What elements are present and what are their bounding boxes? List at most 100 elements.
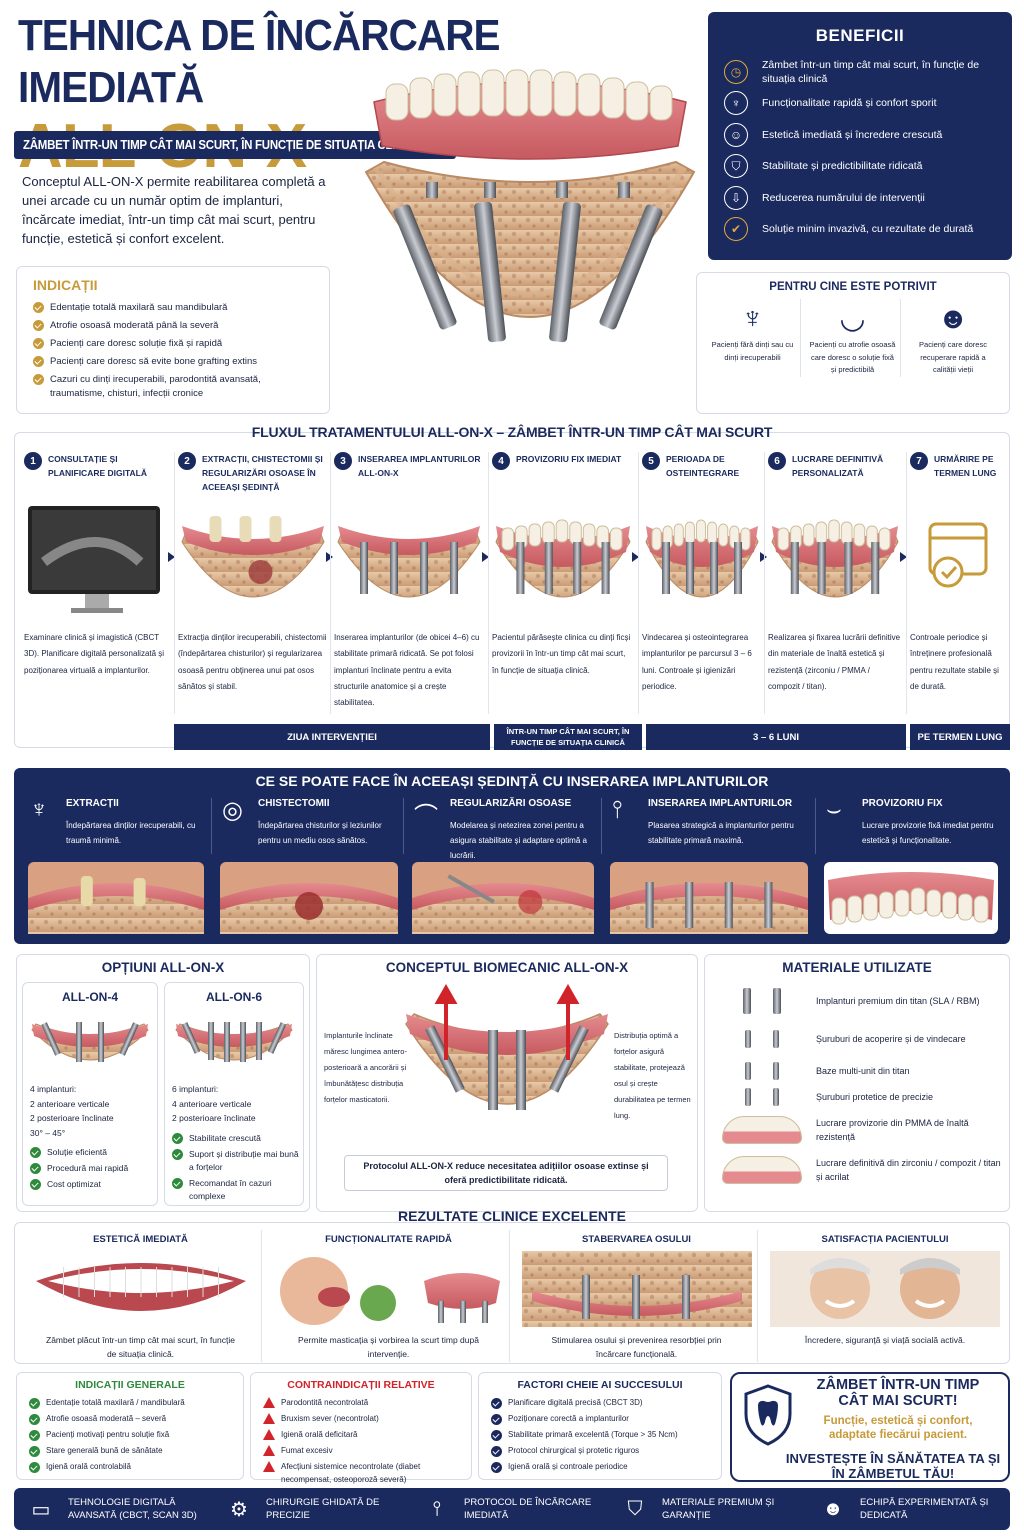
result-card: ESTETICĂ IMEDIATĂ Zâmbet plăcut într-un t… — [20, 1230, 262, 1362]
biomech-left-text: Implanturile înclinate măresc lungimea a… — [324, 1031, 407, 1104]
general-text: Atrofie osoasă moderată – severă — [46, 1414, 167, 1423]
indication-text: Pacienți care doresc să evite bone graft… — [50, 356, 258, 367]
session-item-title: INSERAREA IMPLANTURILOR — [648, 798, 793, 809]
bone-icon: ⌒ — [414, 803, 438, 830]
timeline-label: 3 – 6 LUNI — [753, 731, 799, 743]
check-icon — [172, 1148, 183, 1160]
implant-icon — [773, 1030, 779, 1048]
denture-icon — [722, 1116, 802, 1144]
material-illustration — [716, 1153, 808, 1187]
step-illustration — [928, 522, 988, 588]
factors-text: Planificare digitală precisă (CBCT 3D) — [508, 1398, 643, 1407]
warning-icon — [263, 1461, 275, 1472]
step-illustration — [28, 506, 160, 613]
implant-icon — [773, 1062, 779, 1080]
indication-item: Cazuri cu dinți irecuperabili, parodonti… — [33, 373, 313, 401]
option-benefit-text: Stabilitate crescută — [189, 1132, 261, 1143]
footer-text: PROTOCOL DE ÎNCĂRCARE IMEDIATĂ — [464, 1497, 592, 1521]
biomech-note-text: Protocolul ALL-ON-X reduce necesitatea a… — [363, 1161, 649, 1185]
check-icon — [33, 338, 44, 349]
option-benefit-text: Cost optimizat — [47, 1179, 101, 1189]
check-icon — [33, 374, 44, 385]
contra-text: Fumat excesiv — [281, 1446, 333, 1455]
session-illustration — [412, 862, 594, 934]
session-item-text: Îndepărtarea chisturilor și leziunilor p… — [258, 821, 382, 845]
indication-text: Pacienți care doresc soluție fixă și rap… — [50, 338, 223, 349]
footer-item: ☻ECHIPĂ EXPERIMENTATĂ ȘI DEDICATĂ — [818, 1494, 1010, 1524]
biomech-title: CONCEPTUL BIOMECANIC ALL-ON-X — [385, 960, 629, 975]
material-illustration — [716, 1113, 808, 1147]
step-illustration — [495, 519, 631, 598]
timeline-label: ZIUA INTERVENȚIEI — [287, 731, 377, 743]
contra-title: CONTRAINDICAȚII RELATIVE — [287, 1379, 435, 1391]
step-number: 3 — [334, 452, 352, 470]
suitable-text: Pacienți fără dinți sau cu dinți irecupe… — [711, 340, 794, 362]
contra-text: Igienă orală deficitară — [281, 1430, 358, 1439]
material-item: Șuruburi de acoperire și de vindecare — [716, 1020, 1006, 1058]
timeline-label: PE TERMEN LUNG — [917, 731, 1003, 743]
flow-title: FLUXUL TRATAMENTULUI ALL-ON-X – ZÂMBET Î… — [251, 424, 773, 440]
indication-text: Cazuri cu dinți irecuperabili, parodonti… — [50, 374, 261, 399]
result-title: ESTETICĂ IMEDIATĂ — [93, 1234, 188, 1245]
mouth-icon: ◡ — [839, 302, 866, 335]
option-desc: 4 implanturi: — [30, 1084, 77, 1094]
contra-text: Afecțiuni sistemice necontrolate (diabet… — [281, 1462, 421, 1484]
material-illustration — [716, 1085, 808, 1109]
benefit-text: Stabilitate și predictibilitate ridicată — [762, 160, 923, 173]
implant-icon: ⫯ — [612, 796, 623, 823]
benefit-text: Soluție minim invazivă, cu rezultate de … — [762, 223, 974, 236]
step-divider — [330, 452, 331, 714]
contra-item: Igienă orală deficitară — [263, 1429, 459, 1442]
factors-item: Igienă orală și controale periodice — [491, 1461, 709, 1474]
gear-tooth-icon: ⚙ — [230, 1498, 248, 1521]
suitable-item: ☻Pacienți care doresc recuperare rapidă … — [905, 299, 1001, 377]
warning-icon — [263, 1397, 275, 1408]
result-illustration — [273, 1251, 504, 1327]
step-illustration — [181, 516, 325, 598]
check-icon — [491, 1446, 502, 1457]
option-desc: 30° – 45° — [30, 1127, 66, 1138]
benefit-item: ✔Soluție minim invazivă, cu rezultate de… — [724, 214, 996, 246]
indication-item: Atrofie osoasă moderată până la severă — [33, 319, 313, 333]
suitable-title: PENTRU CINE ESTE POTRIVIT — [769, 281, 937, 293]
general-indications-panel: INDICAȚII GENERALE Edentație totală maxi… — [16, 1372, 244, 1480]
factors-text: Poziționare corectă a implanturilor — [508, 1414, 629, 1423]
contra-item: Afecțiuni sistemice necontrolate (diabet… — [263, 1461, 459, 1486]
promo-line2: Funcție, estetică și confort, adaptate f… — [823, 1415, 973, 1441]
material-text: Șuruburi de acoperire și de vindecare — [816, 1034, 966, 1044]
general-text: Stare generală bună de sănătate — [46, 1446, 163, 1455]
contra-panel: CONTRAINDICAȚII RELATIVE Parodontită nec… — [250, 1372, 472, 1484]
contra-text: Bruxism sever (necontrolat) — [281, 1414, 379, 1423]
benefit-item: ◷Zâmbet într-un timp cât mai scurt, în f… — [724, 56, 996, 88]
check-icon — [172, 1132, 183, 1144]
material-text: Implanturi premium din titan (SLA / RBM) — [816, 996, 980, 1006]
promo-line1: ZÂMBET ÎNTR-UN TIMP CÂT MAI SCURT! — [816, 1377, 980, 1409]
step-divider — [488, 452, 489, 714]
option-desc: 2 posterioare înclinate — [30, 1113, 114, 1123]
contra-item: Parodontită necontrolată — [263, 1397, 459, 1410]
check-icon — [30, 1179, 41, 1190]
general-item: Igienă orală controlabilă — [29, 1461, 231, 1474]
check-icon — [491, 1430, 502, 1441]
warning-icon — [263, 1429, 275, 1440]
result-illustration — [770, 1251, 1000, 1327]
implant-icon — [773, 988, 781, 1014]
implant-icon: ⫯ — [432, 1497, 442, 1520]
options-title: OPȚIUNI ALL-ON-X — [101, 960, 225, 975]
check-icon — [33, 302, 44, 313]
implant-icon — [745, 1088, 751, 1106]
indication-item: Edentație totală maxilară sau mandibular… — [33, 301, 313, 315]
footer-item: ⚙CHIRURGIE GHIDATĂ DE PRECIZIE — [224, 1494, 416, 1524]
step-text: Realizarea și fixarea lucrării definitiv… — [768, 633, 901, 691]
result-text: Zâmbet plăcut într-un timp cât mai scurt… — [46, 1335, 235, 1359]
general-item: Atrofie osoasă moderată – severă — [29, 1413, 231, 1426]
step-number: 6 — [768, 452, 786, 470]
step-title: CONSULTAȚIE ȘI PLANIFICARE DIGITALĂ — [48, 454, 148, 478]
option-benefit-text: Soluție eficientă — [47, 1147, 108, 1157]
benefit-text: Estetică imediată și încredere crescută — [762, 128, 943, 141]
session-item-text: Îndepărtarea dinților irecuperabili, cu … — [66, 821, 196, 845]
